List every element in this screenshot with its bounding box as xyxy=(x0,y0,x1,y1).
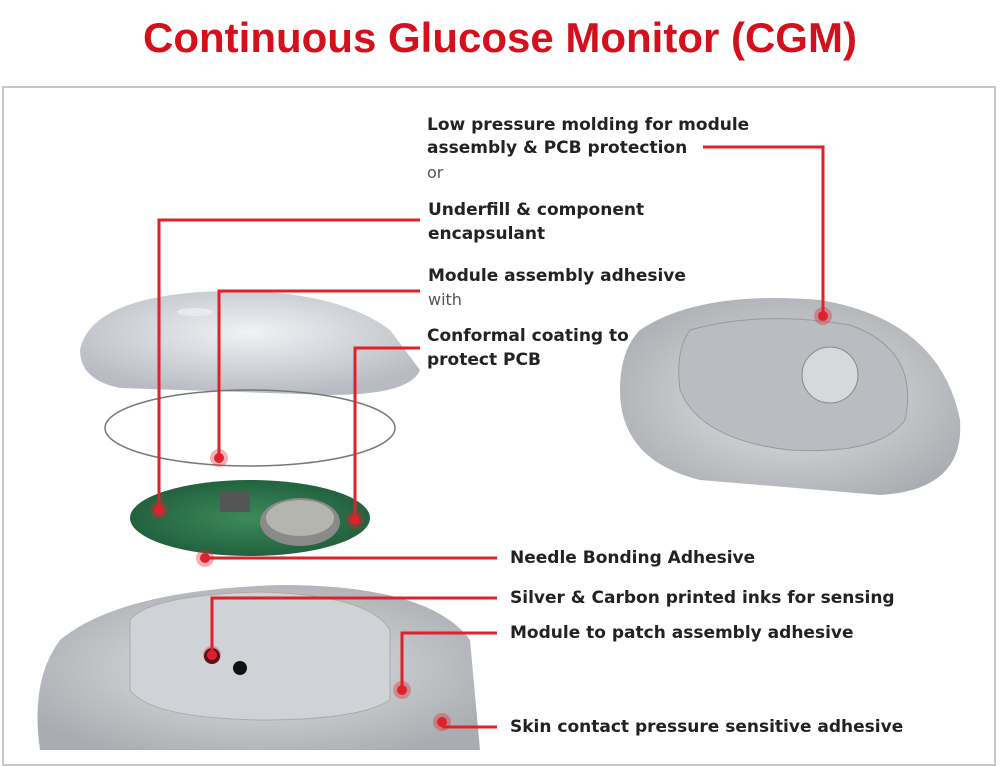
bottom-patch xyxy=(37,585,480,750)
cgm-illustration xyxy=(37,145,961,750)
top-cover xyxy=(80,291,420,395)
label-underfill-2: encapsulant xyxy=(428,224,546,244)
leader-lines xyxy=(157,145,825,729)
assembled-cgm xyxy=(620,298,961,495)
label-underfill-1: Underfill & component xyxy=(428,200,645,220)
label-needle: Needle Bonding Adhesive xyxy=(510,548,756,568)
label-or: or xyxy=(427,163,444,182)
label-with: with xyxy=(428,290,462,309)
label-low-pressure-1: Low pressure molding for module xyxy=(427,115,750,135)
callout-dots xyxy=(150,307,832,731)
pcb-module xyxy=(130,480,370,556)
label-inks: Silver & Carbon printed inks for sensing xyxy=(510,588,895,608)
label-skin: Skin contact pressure sensitive adhesive xyxy=(510,717,904,737)
page-title: Continuous Glucose Monitor (CGM) xyxy=(143,14,857,61)
label-module-adhesive: Module assembly adhesive xyxy=(428,266,686,286)
label-conformal-1: Conformal coating to xyxy=(427,326,629,346)
label-conformal-2: protect PCB xyxy=(427,350,541,370)
gasket-ring xyxy=(104,389,396,467)
label-module-patch: Module to patch assembly adhesive xyxy=(510,623,854,643)
label-low-pressure-2: assembly & PCB protection xyxy=(427,138,688,158)
